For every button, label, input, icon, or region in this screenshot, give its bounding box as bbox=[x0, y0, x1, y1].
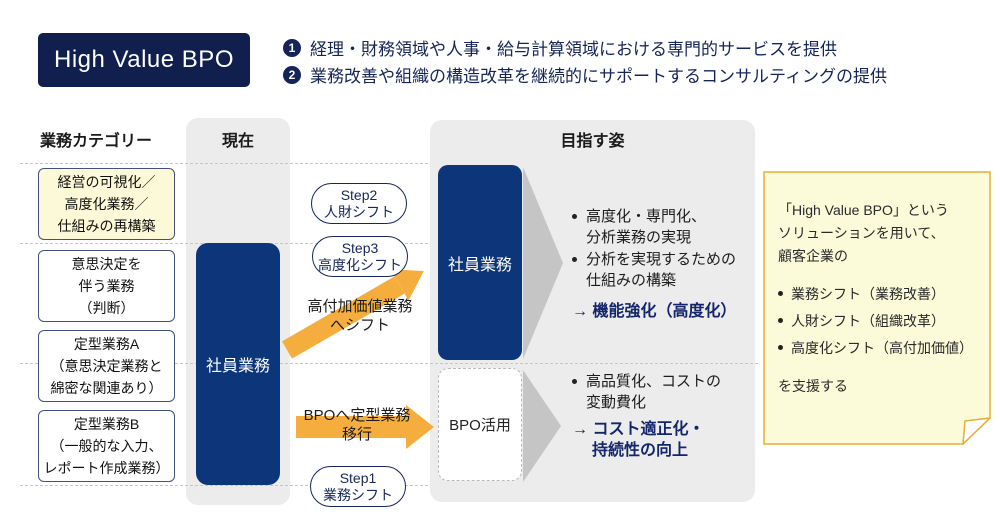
target-employee-label: 社員業務 bbox=[447, 256, 512, 274]
circled-number-2-icon: 2 bbox=[283, 65, 301, 84]
current-employee-label: 社員業務 bbox=[205, 358, 270, 375]
point-line: 仕組みの構築 bbox=[586, 272, 677, 289]
bpo-shift-label-line: BPOへ定型業務 bbox=[303, 407, 411, 424]
category-line: 意思決定を bbox=[71, 256, 142, 272]
bullet-icon bbox=[778, 291, 783, 296]
upshift-arrow-label: 高付加価値業務 へシフト bbox=[292, 297, 428, 335]
bullet-icon bbox=[572, 257, 577, 262]
note-bullet-text: 人財シフト（組織改革） bbox=[791, 312, 945, 329]
category-line: 綿密な関連あり） bbox=[50, 380, 163, 396]
bullet-icon bbox=[572, 214, 577, 219]
category-line: （判断） bbox=[78, 300, 135, 316]
dashed-divider bbox=[20, 363, 758, 364]
point-line: 高度化・専門化、 bbox=[586, 208, 707, 225]
step3-label: Step3 bbox=[341, 239, 379, 256]
note-outro: を支援する bbox=[778, 378, 848, 394]
page-title: High Value BPO bbox=[54, 46, 234, 73]
bullet-icon bbox=[778, 318, 783, 323]
note-line: 顧客企業の bbox=[778, 248, 848, 264]
step2-pill: Step2 人財シフト bbox=[311, 183, 407, 224]
note-line: ソリューションを用いて、 bbox=[778, 225, 945, 241]
category-line: 定型業務B bbox=[73, 416, 140, 432]
category-line: 経営の可視化／ bbox=[57, 174, 156, 190]
point-line: 分析を実現するための bbox=[586, 251, 737, 268]
target-point: 分析を実現するための 仕組みの構築 bbox=[572, 249, 772, 291]
step2-sublabel: 人財シフト bbox=[324, 203, 394, 220]
category-box-routine-a: 定型業務A （意思決定業務と 綿密な関連あり） bbox=[38, 330, 175, 402]
point-line: 分析業務の実現 bbox=[586, 229, 692, 246]
target-point: 高度化・専門化、 分析業務の実現 bbox=[572, 206, 772, 248]
bpo-result-text: → コスト適正化・ 持続性の向上 bbox=[572, 419, 704, 461]
bpo-shift-arrow-label: BPOへ定型業務 移行 bbox=[296, 406, 418, 444]
bpo-shift-label-line: 移行 bbox=[341, 426, 372, 443]
arrow-body bbox=[296, 416, 406, 438]
step1-sublabel: 業務シフト bbox=[323, 486, 393, 503]
target-point: 高品質化、コストの 変動費化 bbox=[572, 371, 772, 413]
chevron-right-icon bbox=[523, 370, 561, 482]
circled-number-1-icon: 1 bbox=[283, 38, 301, 57]
note-bullet-text: 高度化シフト（高付加価値） bbox=[791, 339, 973, 356]
category-line: 仕組みの再構築 bbox=[57, 218, 156, 234]
target-bpo-box: BPO活用 bbox=[438, 368, 522, 481]
bpo-result-line: 持続性の向上 bbox=[592, 442, 689, 459]
note-line: 「High Value BPO」という bbox=[778, 202, 949, 218]
note-bullet-text: 業務シフト（業務改善） bbox=[791, 285, 945, 302]
arrow-head bbox=[406, 405, 434, 449]
intro-item-1: 1 経理・財務領域や人事・給与計算領域における専門的サービスを提供 bbox=[283, 35, 837, 60]
dashed-divider bbox=[20, 485, 428, 486]
step2-label: Step2 bbox=[340, 186, 378, 203]
dashed-divider bbox=[20, 163, 428, 164]
intro-text-2: 業務改善や組織の構造改革を継続的にサポートするコンサルティングの提供 bbox=[310, 67, 887, 86]
category-box-routine-b: 定型業務B （一般的な入力、 レポート作成業務） bbox=[38, 410, 175, 482]
step3-pill: Step3 高度化シフト bbox=[312, 236, 408, 277]
current-employee-box: 社員業務 bbox=[196, 243, 280, 485]
employee-result-text: → 機能強化（高度化） bbox=[572, 303, 737, 320]
bpo-result-line: → コスト適正化・ bbox=[572, 421, 705, 438]
category-line: （意思決定業務と bbox=[50, 358, 163, 374]
category-line: 高度化業務／ bbox=[64, 196, 149, 212]
title-box: High Value BPO bbox=[38, 33, 250, 87]
step3-sublabel: 高度化シフト bbox=[318, 256, 402, 273]
upshift-label-line: へシフト bbox=[329, 317, 390, 334]
target-bpo-label: BPO活用 bbox=[449, 417, 511, 434]
note-bullet: 業務シフト（業務改善） bbox=[778, 280, 981, 307]
note-text: 「High Value BPO」という ソリューションを用いて、 顧客企業の 業… bbox=[778, 199, 981, 398]
step1-label: Step1 bbox=[339, 469, 377, 486]
intro-text-1: 経理・財務領域や人事・給与計算領域における専門的サービスを提供 bbox=[310, 40, 837, 59]
note-bullet: 人財シフト（組織改革） bbox=[778, 307, 981, 334]
note-bullet: 高度化シフト（高付加価値） bbox=[778, 334, 981, 361]
solution-note: 「High Value BPO」という ソリューションを用いて、 顧客企業の 業… bbox=[763, 171, 991, 445]
intro-item-2: 2 業務改善や組織の構造改革を継続的にサポートするコンサルティングの提供 bbox=[283, 62, 887, 87]
category-box-advanced: 経営の可視化／ 高度化業務／ 仕組みの再構築 bbox=[38, 168, 175, 240]
column-header-current: 現在 bbox=[221, 133, 254, 150]
column-header-target: 目指す姿 bbox=[560, 133, 625, 150]
category-line: レポート作成業務） bbox=[43, 460, 170, 476]
category-line: 伴う業務 bbox=[78, 278, 135, 294]
point-line: 高品質化、コストの bbox=[586, 373, 722, 390]
upshift-label-line: 高付加価値業務 bbox=[307, 298, 413, 315]
bullet-icon bbox=[572, 379, 577, 384]
category-line: 定型業務A bbox=[73, 336, 140, 352]
note-shape-icon bbox=[763, 171, 991, 445]
category-box-decision: 意思決定を 伴う業務 （判断） bbox=[38, 250, 175, 322]
bullet-icon bbox=[778, 345, 783, 350]
point-line: 変動費化 bbox=[586, 394, 647, 411]
target-employee-box: 社員業務 bbox=[438, 165, 522, 360]
column-header-category: 業務カテゴリー bbox=[40, 133, 153, 150]
bpo-shift-arrow-icon bbox=[296, 405, 434, 449]
category-line: （一般的な入力、 bbox=[50, 438, 163, 454]
chevron-right-icon bbox=[523, 167, 563, 359]
step1-pill: Step1 業務シフト bbox=[310, 466, 406, 507]
